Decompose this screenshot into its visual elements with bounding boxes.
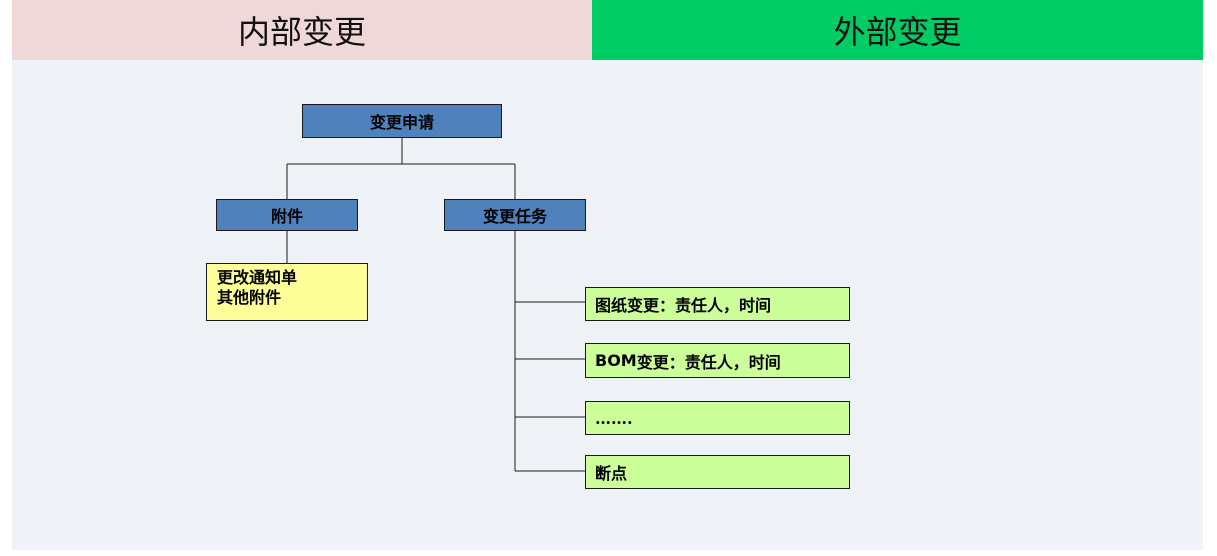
attachment-label: 附件 [270, 207, 303, 226]
internal-change-tab[interactable]: 内部变更 [12, 0, 592, 60]
task-item-breakpoint-label: 断点 [595, 464, 628, 483]
external-change-tab[interactable]: 外部变更 [592, 0, 1203, 60]
attachment-notes-node: 更改通知单 其他附件 [206, 263, 368, 321]
task-item-bom-label: 变更：责任人，时间 [636, 352, 781, 372]
task-item-drawing: 图纸变更：责任人，时间 [585, 287, 850, 321]
attachment-note-line: 更改通知单 [217, 268, 298, 287]
task-item-drawing-label: 图纸变更：责任人，时间 [595, 296, 772, 315]
attachment-note-line: 其他附件 [217, 288, 282, 307]
change-request-label: 变更申请 [369, 113, 434, 132]
internal-change-label: 内部变更 [237, 13, 366, 51]
change-task-node: 变更任务 [444, 199, 586, 231]
change-task-label: 变更任务 [482, 207, 547, 226]
task-item-ellipsis: ……. [585, 401, 850, 435]
change-request-node: 变更申请 [302, 104, 502, 138]
task-item-ellipsis-label: ……. [595, 408, 633, 428]
external-change-label: 外部变更 [833, 13, 962, 51]
attachment-node: 附件 [216, 199, 358, 231]
task-item-breakpoint: 断点 [585, 455, 850, 489]
task-item-bom-prefix: BOM [595, 351, 637, 370]
